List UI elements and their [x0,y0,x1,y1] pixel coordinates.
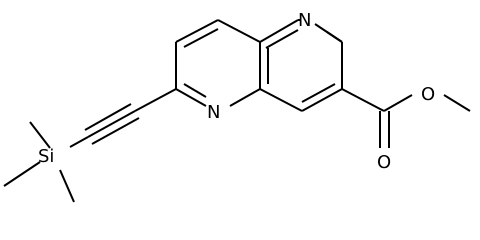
bond [3,161,41,187]
bond [341,88,385,112]
bond [217,19,261,43]
atom-labels: N N Si O O [38,10,435,173]
bond [443,94,471,112]
bond [259,88,303,112]
bond [29,121,51,149]
left-ring-bonds [175,19,261,107]
bond [301,88,343,112]
silicon-label: Si [38,146,54,167]
bond [183,83,207,98]
bond [326,31,343,43]
bond [59,169,75,203]
bond [69,136,89,148]
structure-diagram: N N Si O O [3,10,471,203]
oxygen-carbonyl-label: O [377,152,391,173]
nitrogen-label-bottom: N [207,102,220,123]
bond [175,19,219,43]
bond [259,19,299,43]
bond [383,94,413,112]
bond [84,103,132,131]
nitrogen-label-top: N [298,10,311,31]
bond [301,83,336,103]
bond [175,88,207,107]
bond [229,88,261,107]
bond [91,117,140,145]
bond [265,29,299,49]
bond [183,28,219,48]
oxygen-ester-label: O [421,84,435,105]
tms-bonds [3,121,75,203]
bond [87,110,136,138]
alkyne-bonds [69,88,177,148]
right-ring-bonds [259,19,343,112]
bond [134,88,177,112]
ester-bonds [341,88,471,148]
